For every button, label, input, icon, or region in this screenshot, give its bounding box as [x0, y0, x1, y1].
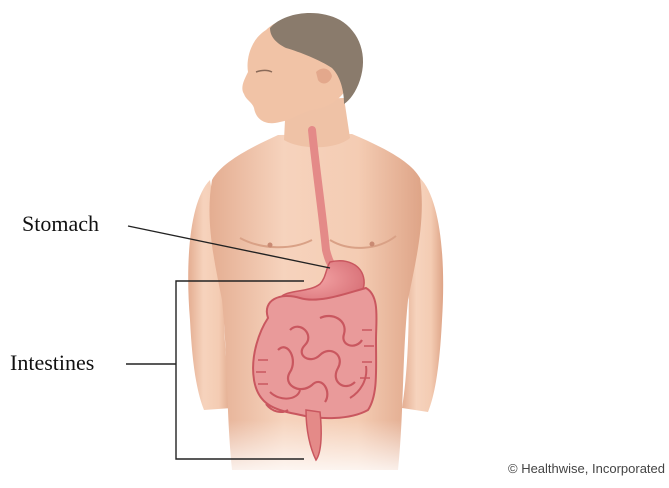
nipple-left [268, 243, 273, 248]
stomach-label: Stomach [22, 211, 99, 237]
copyright-credit: © Healthwise, Incorporated [508, 461, 665, 476]
nipple-right [370, 242, 375, 247]
intestines-label: Intestines [10, 350, 94, 376]
